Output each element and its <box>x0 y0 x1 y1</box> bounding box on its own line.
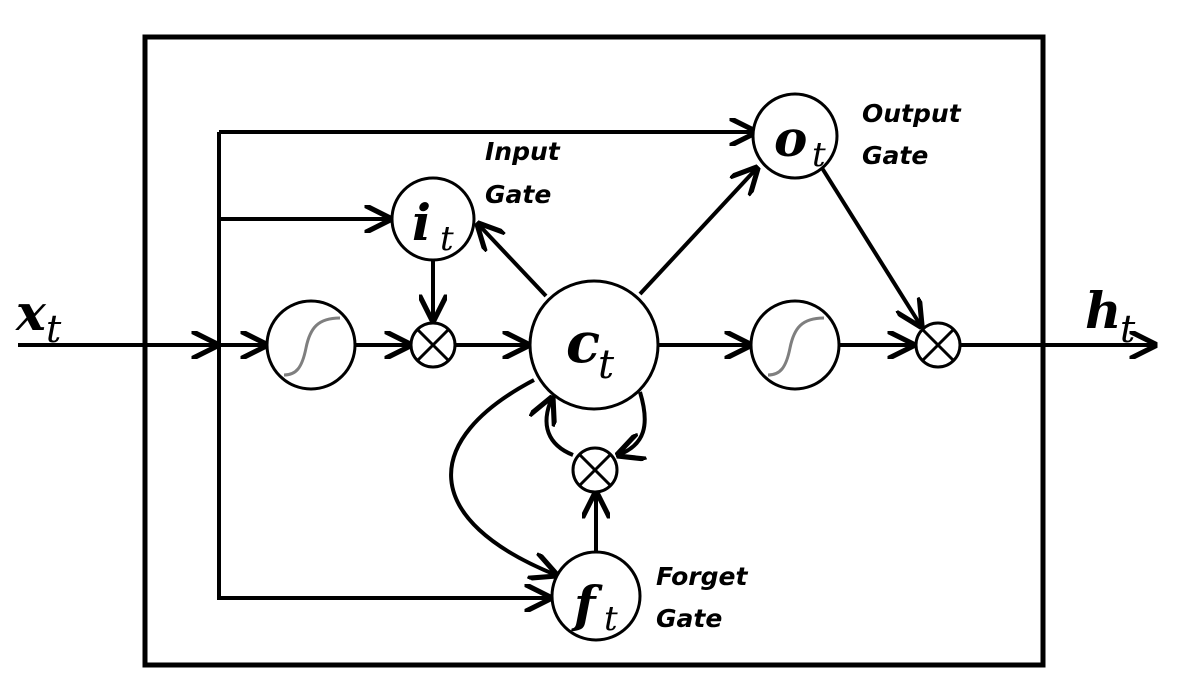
edge-output-gate-to-multiply <box>820 166 921 326</box>
output-symbol: h <box>1085 281 1121 340</box>
edge-cell-to-input-gate <box>478 224 548 298</box>
edge-cell-to-forget-gate <box>449 378 556 575</box>
output-subscript: t <box>1120 307 1136 351</box>
output-multiply-node <box>914 321 962 369</box>
input-gate-label-line2: Gate <box>485 180 551 209</box>
forget-gate-label-line1: Forget <box>656 562 748 591</box>
input-symbol: x <box>15 283 47 342</box>
circled-times-icon <box>416 328 450 362</box>
output-gate-node: o t <box>751 92 839 180</box>
input-gate-subscript: t <box>440 219 454 259</box>
output-gate-label-line1: Output <box>862 99 962 128</box>
cell-state-subscript: t <box>598 342 615 388</box>
forget-gate-subscript: t <box>604 599 618 639</box>
input-label: x t <box>15 283 62 351</box>
sigmoid-icon <box>767 316 825 377</box>
input-subscript: t <box>46 307 62 351</box>
cell-state-symbol: c <box>566 310 600 376</box>
input-gate-node: i t <box>390 176 476 262</box>
forget-multiply-node <box>571 446 619 494</box>
cell-boundary <box>142 34 1046 668</box>
output-activation-node <box>749 299 841 391</box>
edge-cell-to-output-gate <box>638 168 757 296</box>
output-gate-subscript: t <box>812 135 826 175</box>
sigmoid-icon <box>283 316 341 377</box>
forget-gate-node: f t <box>550 550 642 642</box>
cell-state-node: c t <box>528 279 660 411</box>
forget-gate-label-line2: Gate <box>656 604 722 633</box>
input-gate-label-line1: Input <box>485 137 561 166</box>
input-gate-symbol: i <box>412 193 431 252</box>
output-gate-symbol: o <box>774 109 807 168</box>
circled-times-icon <box>921 328 955 362</box>
input-activation-node <box>265 299 357 391</box>
edge-forget-multiply-to-cell <box>547 398 574 457</box>
output-label: h t <box>1085 281 1136 351</box>
edge-cell-to-forget-multiply <box>618 391 645 455</box>
circled-times-icon <box>578 453 612 487</box>
input-multiply-node <box>409 321 457 369</box>
output-gate-label-line2: Gate <box>862 141 928 170</box>
